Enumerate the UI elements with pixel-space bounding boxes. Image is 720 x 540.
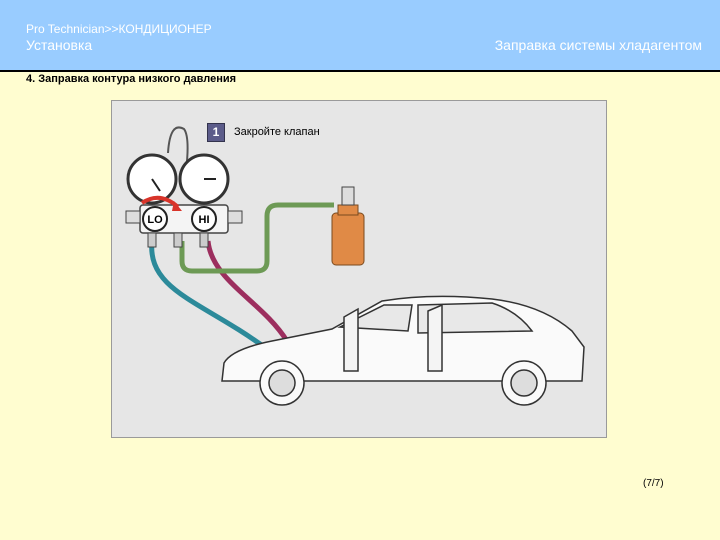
step-title: 4. Заправка контура низкого давления — [26, 73, 237, 85]
low-valve-knob — [125, 210, 141, 224]
hi-label: HI — [199, 214, 210, 226]
topic-title: Заправка системы хладагентом — [494, 37, 702, 53]
charging-hose — [179, 202, 334, 274]
car-outline — [221, 295, 585, 406]
manifold-car-illustration: LO HI — [125, 126, 585, 406]
callout-text: Закройте клапан — [234, 126, 320, 138]
step-number-badge: 1 — [207, 122, 225, 142]
high-pressure-hose — [205, 240, 290, 343]
header-bar: Pro Technician>>КОНДИЦИОНЕР Установка За… — [0, 0, 720, 72]
page-indicator: (7/7) — [643, 478, 664, 489]
refrigerant-canister — [331, 212, 365, 266]
step-callout: 1 Закройте клапан — [207, 122, 320, 142]
low-pressure-hose — [149, 240, 269, 352]
illustration-panel: LO HI 1 Закройте кла — [111, 100, 607, 438]
breadcrumb[interactable]: Pro Technician>>КОНДИЦИОНЕР — [26, 22, 212, 36]
high-valve-knob — [227, 210, 243, 224]
lo-label: LO — [147, 214, 163, 226]
section-title: Установка — [26, 37, 93, 53]
